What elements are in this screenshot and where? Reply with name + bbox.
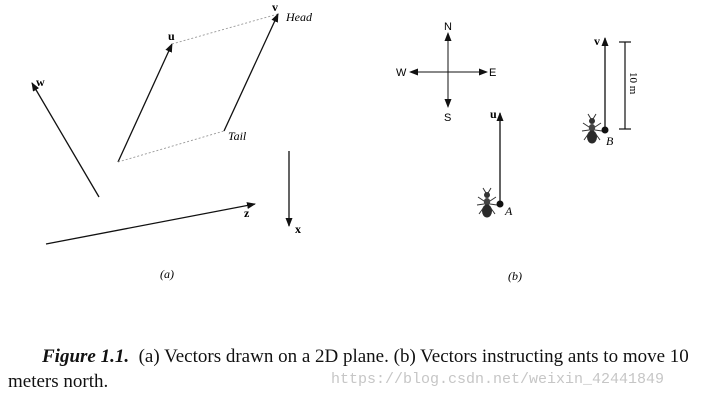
- label-u-b: u: [490, 107, 497, 121]
- figure-label: Figure 1.1.: [42, 346, 130, 367]
- label-v-b: v: [594, 34, 600, 48]
- sublabel-b: (b): [508, 269, 522, 283]
- watermark: https://blog.csdn.net/weixin_42441849: [331, 371, 665, 388]
- label-u: u: [168, 29, 175, 43]
- vector-u: [117, 43, 173, 163]
- compass-e: E: [489, 67, 496, 79]
- dotted-bottom: [117, 130, 225, 163]
- sublabel-a: (a): [160, 267, 174, 281]
- ant-b-icon: [581, 113, 603, 144]
- label-w: w: [36, 75, 45, 89]
- distance-bar: [619, 41, 631, 130]
- figure-1-1: w u v Head Tail z x (a) N S E W u: [31, 0, 639, 283]
- compass-rose: N S E W: [396, 21, 496, 124]
- label-v: v: [272, 0, 278, 14]
- label-tail: Tail: [228, 129, 247, 143]
- vector-w: [31, 82, 100, 198]
- label-z: z: [244, 206, 250, 220]
- label-ant-a: A: [504, 204, 513, 218]
- label-head: Head: [285, 10, 313, 24]
- ant-a-icon: [476, 187, 498, 218]
- compass-w: W: [396, 67, 407, 79]
- label-ant-b: B: [606, 134, 614, 148]
- vector-z: [45, 202, 256, 245]
- point-b: [601, 126, 609, 134]
- panel-b: N S E W u A v B: [396, 21, 639, 283]
- vector-v: [223, 13, 279, 132]
- figure-caption: Figure 1.1. (a) Vectors drawn on a 2D pl…: [8, 344, 708, 394]
- caption-text: (a) Vectors drawn on a 2D plane. (b) Vec…: [8, 346, 689, 392]
- dotted-top: [171, 13, 279, 45]
- point-a: [496, 200, 504, 208]
- label-x: x: [295, 222, 301, 236]
- distance-label: 10 m: [627, 72, 639, 95]
- panel-a: w u v Head Tail z x (a): [31, 0, 313, 281]
- compass-s: S: [444, 112, 451, 124]
- compass-n: N: [444, 21, 452, 33]
